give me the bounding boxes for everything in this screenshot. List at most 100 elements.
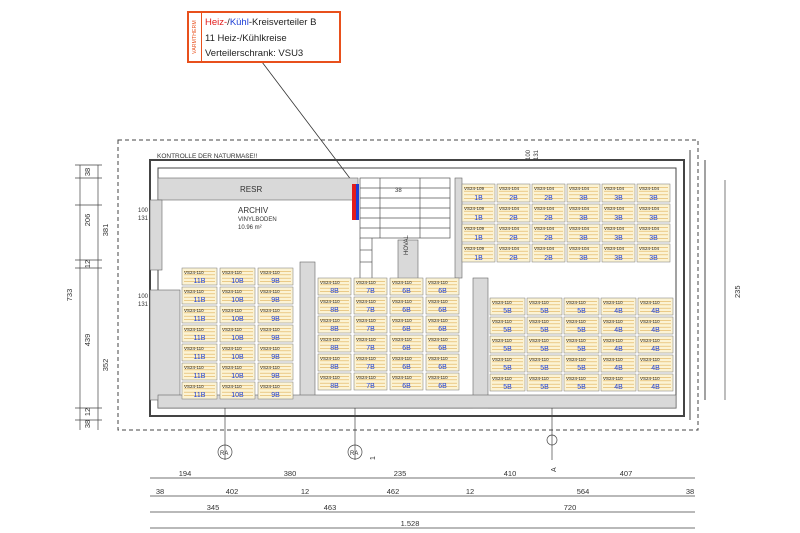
panel-circuit: 8B [330, 383, 339, 390]
panel-code: VS24-109 [464, 186, 485, 191]
bottom-dimension-chains [150, 477, 695, 529]
panel-code: VS24-110 [640, 319, 660, 324]
panel-code: VS24-110 [320, 375, 340, 380]
panel-circuit: 5B [503, 365, 512, 372]
panel-code: VS24-110 [428, 299, 448, 304]
room-area-archiv: 10.96 m² [238, 225, 262, 231]
panel-code: VS24-110 [260, 289, 280, 294]
panel-code: VS24-110 [640, 376, 660, 381]
panel-circuit: 10B [231, 373, 244, 380]
panel-code: VS24-110 [260, 327, 280, 332]
panel-circuit: 4B [651, 384, 660, 391]
panel-code: VS24-110 [428, 337, 448, 342]
panel-code: VS24-110 [260, 308, 280, 313]
panel-circuit: 6B [402, 345, 411, 352]
left-dimension-value: 206 [83, 214, 92, 227]
bottom-dimension-value: 720 [564, 503, 577, 512]
panel-code: VS24-110 [566, 357, 586, 362]
bottom-dimension-value: 12 [466, 487, 474, 496]
panel-code: VS24-109 [464, 206, 485, 211]
panel-circuit: 6B [438, 345, 447, 352]
panel-code: VS24-110 [640, 357, 660, 362]
panel-code: VS24-110 [529, 357, 549, 362]
panel-code: VS24-104 [499, 226, 520, 231]
wall-note: KONTROLLE DER NATURMAßE!! [157, 153, 257, 160]
panel-circuit: 7B [366, 288, 375, 295]
panel-circuit: 8B [330, 326, 339, 333]
panel-circuit: 4B [614, 327, 623, 334]
panel-code: VS24-110 [492, 300, 512, 305]
panel-circuit: 8B [330, 288, 339, 295]
panel-circuit: 5B [577, 384, 586, 391]
panel-code: VS24-110 [529, 376, 549, 381]
panel-code: VS24-110 [640, 338, 660, 343]
svg-text:100: 100 [138, 294, 149, 300]
panel-code: VS24-110 [529, 300, 549, 305]
bottom-dimension-value: 410 [504, 469, 517, 478]
panel-code: VS24-110 [392, 280, 412, 285]
panel-code: VS24-110 [320, 299, 340, 304]
panel-circuit: 5B [540, 384, 549, 391]
heating-panel: VS24-104 3B [636, 203, 671, 223]
panel-circuit: 5B [577, 365, 586, 372]
panel-circuit: 9B [271, 297, 280, 304]
panel-code: VS24-104 [639, 246, 660, 251]
axis-mark-1: RA [220, 451, 228, 457]
panel-circuit: 2B [509, 255, 518, 262]
panel-code: VS24-110 [184, 327, 204, 332]
panel-code: VS24-110 [222, 289, 242, 294]
panel-circuit: 3B [614, 235, 623, 242]
legend-sep: / [227, 17, 230, 28]
panel-code: VS24-110 [356, 375, 376, 380]
left-dimension-value: 38 [83, 420, 92, 428]
panel-code: VS24-110 [184, 365, 204, 370]
panel-code: VS24-104 [639, 206, 660, 211]
bottom-dimension-value: 235 [394, 469, 407, 478]
bottom-dimension-value: 1.528 [401, 519, 420, 528]
panel-circuit: 4B [614, 384, 623, 391]
panel-code: VS24-110 [184, 308, 204, 313]
panel-circuit: 5B [540, 327, 549, 334]
panel-code: VS24-110 [392, 299, 412, 304]
panel-circuit: 5B [577, 308, 586, 315]
panel-code: VS24-110 [603, 319, 623, 324]
panel-code: VS24-110 [392, 375, 412, 380]
panel-circuit: 9B [271, 354, 280, 361]
panel-code: VS24-110 [222, 346, 242, 351]
panel-circuit: 6B [438, 383, 447, 390]
panel-code: VS24-110 [320, 337, 340, 342]
panel-circuit: 11B [194, 316, 206, 323]
panel-code: VS24-104 [534, 206, 555, 211]
panel-code: VS24-110 [529, 338, 549, 343]
stair-label: 38 [395, 188, 402, 194]
panel-circuit: 3B [649, 215, 658, 222]
panel-code: VS24-110 [428, 356, 448, 361]
left-dimension-value: 439 [83, 334, 92, 347]
